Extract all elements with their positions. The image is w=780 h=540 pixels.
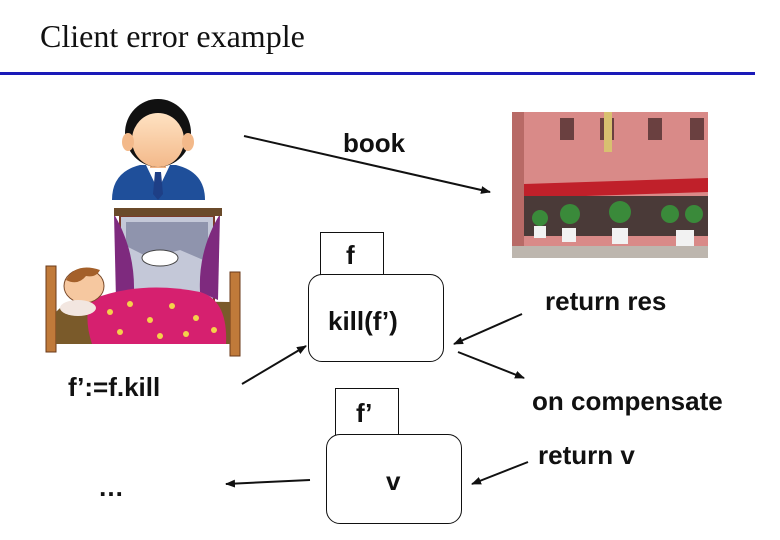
call-kill-arrow bbox=[241, 345, 307, 385]
return-res-arrow bbox=[453, 313, 523, 345]
book-label: book bbox=[343, 128, 406, 158]
v-label: v bbox=[386, 466, 401, 496]
f-handle-box bbox=[320, 232, 384, 278]
f-label: f bbox=[346, 240, 355, 270]
slide-title: Client error example bbox=[40, 18, 305, 54]
compensation-box bbox=[326, 434, 462, 524]
kill-label: kill(f’) bbox=[328, 306, 398, 336]
return-res-label: return res bbox=[545, 286, 667, 316]
title-underline bbox=[0, 72, 755, 75]
sleeping-person-icon bbox=[45, 208, 241, 357]
ellipsis-label: … bbox=[98, 472, 124, 502]
on-compensate-label: on compensate bbox=[532, 386, 723, 416]
kill-request-box bbox=[308, 274, 444, 362]
book-arrow bbox=[243, 135, 491, 194]
result-arrow bbox=[225, 479, 311, 488]
fprime-assign-label: f’:=f.kill bbox=[68, 372, 161, 402]
fprime-label: f’ bbox=[356, 398, 373, 428]
client-person-icon bbox=[112, 99, 205, 200]
return-v-label: return v bbox=[538, 440, 635, 470]
hotel-photo bbox=[512, 112, 708, 258]
return-v-arrow bbox=[471, 461, 529, 485]
on-compensate-arrow bbox=[457, 351, 525, 379]
fprime-handle-box bbox=[335, 388, 399, 438]
